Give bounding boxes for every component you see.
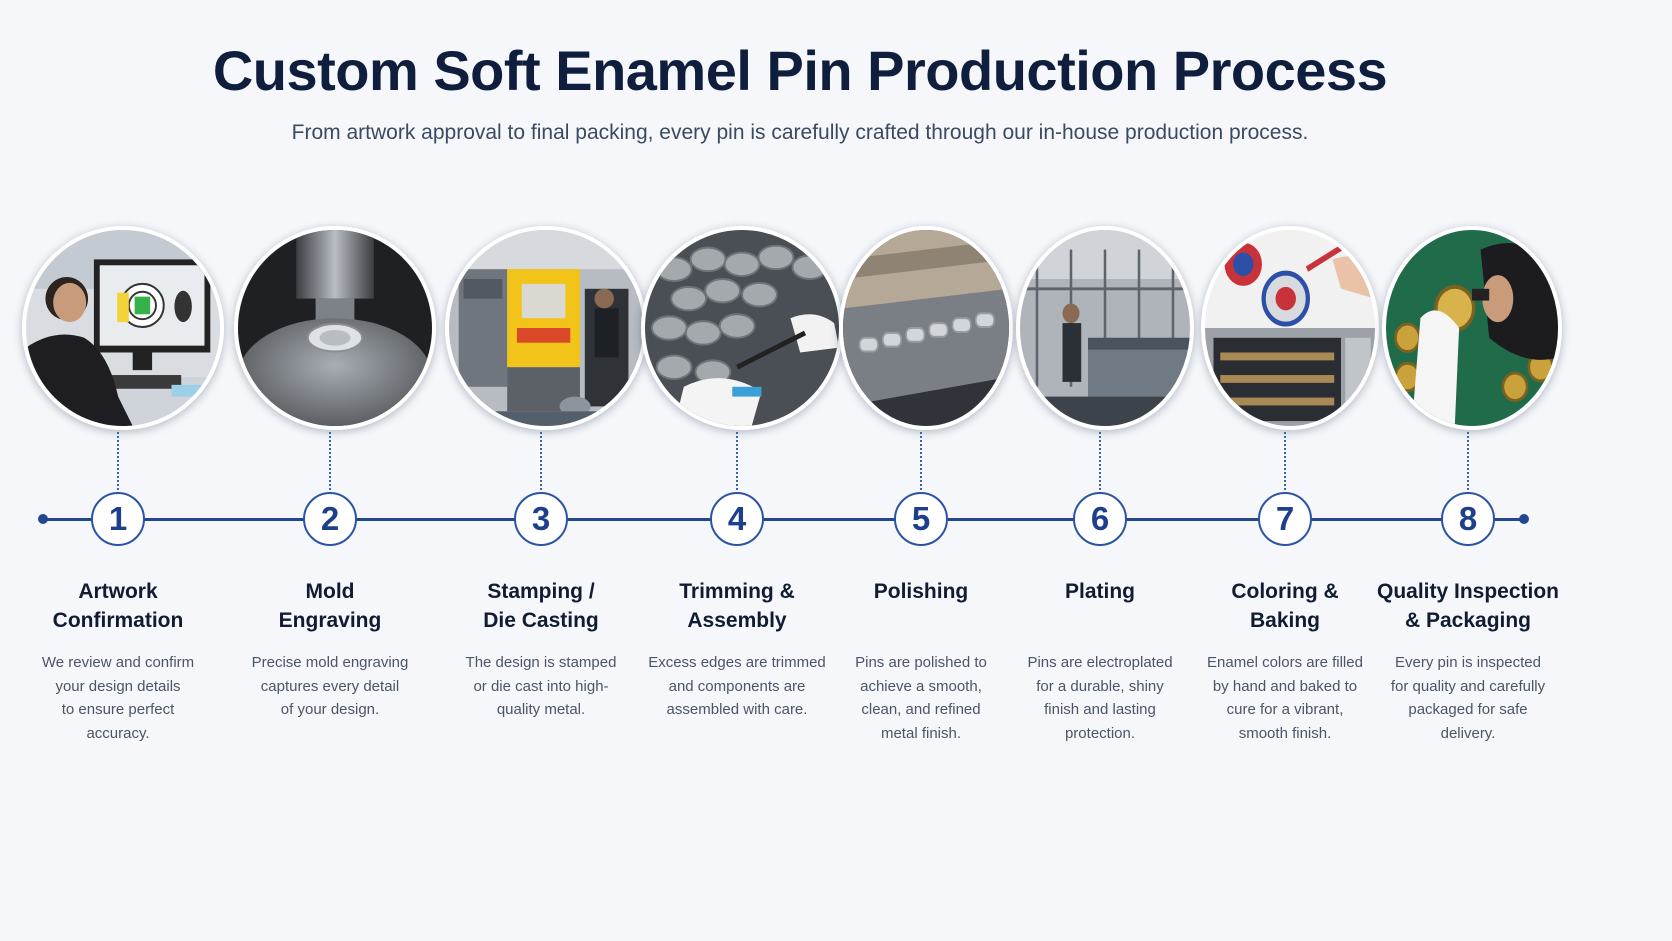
step-title: Quality Inspection & Packaging: [1376, 580, 1560, 632]
step-photo-coloring-baking: [1201, 226, 1379, 430]
step-description: Enamel colors are filled by hand and bak…: [1207, 654, 1363, 742]
step-title: Stamping / Die Casting: [483, 580, 599, 632]
step-description: Excess edges are trimmed and components …: [648, 654, 826, 718]
step-connector: [1284, 432, 1286, 490]
step-description: The design is stamped or die cast into h…: [465, 654, 617, 718]
step-title: Polishing: [873, 580, 969, 603]
step-connector: [920, 432, 922, 490]
timeline-line: [44, 518, 1526, 521]
page-title: Custom Soft Enamel Pin Production Proces…: [212, 39, 1388, 102]
step-photo-artwork: [22, 226, 224, 430]
step-number-badge: 6: [1073, 492, 1127, 546]
step-number-badge: 1: [91, 492, 145, 546]
step-number-badge: 5: [894, 492, 948, 546]
step-number-badge: 7: [1258, 492, 1312, 546]
step-connector: [540, 432, 542, 490]
step-number-badge: 2: [303, 492, 357, 546]
step-connector: [329, 432, 331, 490]
step-connector: [736, 432, 738, 490]
step-title: Coloring & Baking: [1231, 580, 1339, 632]
step-description: Pins are polished to achieve a smooth, c…: [855, 654, 987, 742]
step-title: Artwork Confirmation: [52, 580, 184, 632]
step-photo-mold-engraving: [234, 226, 436, 430]
step-photo-polishing: [839, 226, 1013, 430]
step-connector: [117, 432, 119, 490]
step-photo-stamping: [445, 226, 647, 430]
step-description: We review and confirm your design detail…: [41, 654, 195, 742]
step-number-badge: 4: [710, 492, 764, 546]
timeline-start-dot: [38, 514, 48, 524]
step-connector: [1099, 432, 1101, 490]
step-number-badge: 8: [1441, 492, 1495, 546]
step-description: Precise mold engraving captures every de…: [251, 654, 409, 718]
timeline-end-dot: [1519, 514, 1529, 524]
step-description: Pins are electroplated for a durable, sh…: [1027, 654, 1173, 742]
step-number-badge: 3: [514, 492, 568, 546]
step-photo-plating: [1016, 226, 1194, 430]
step-description: Every pin is inspected for quality and c…: [1390, 654, 1546, 742]
step-title: Mold Engraving: [278, 580, 382, 632]
step-photo-trimming: [641, 226, 843, 430]
step-connector: [1467, 432, 1469, 490]
step-photo-inspection: [1382, 226, 1562, 430]
page-subtitle: From artwork approval to final packing, …: [291, 121, 1309, 144]
step-title: Trimming & Assembly: [679, 580, 795, 632]
step-title: Plating: [1064, 580, 1135, 603]
